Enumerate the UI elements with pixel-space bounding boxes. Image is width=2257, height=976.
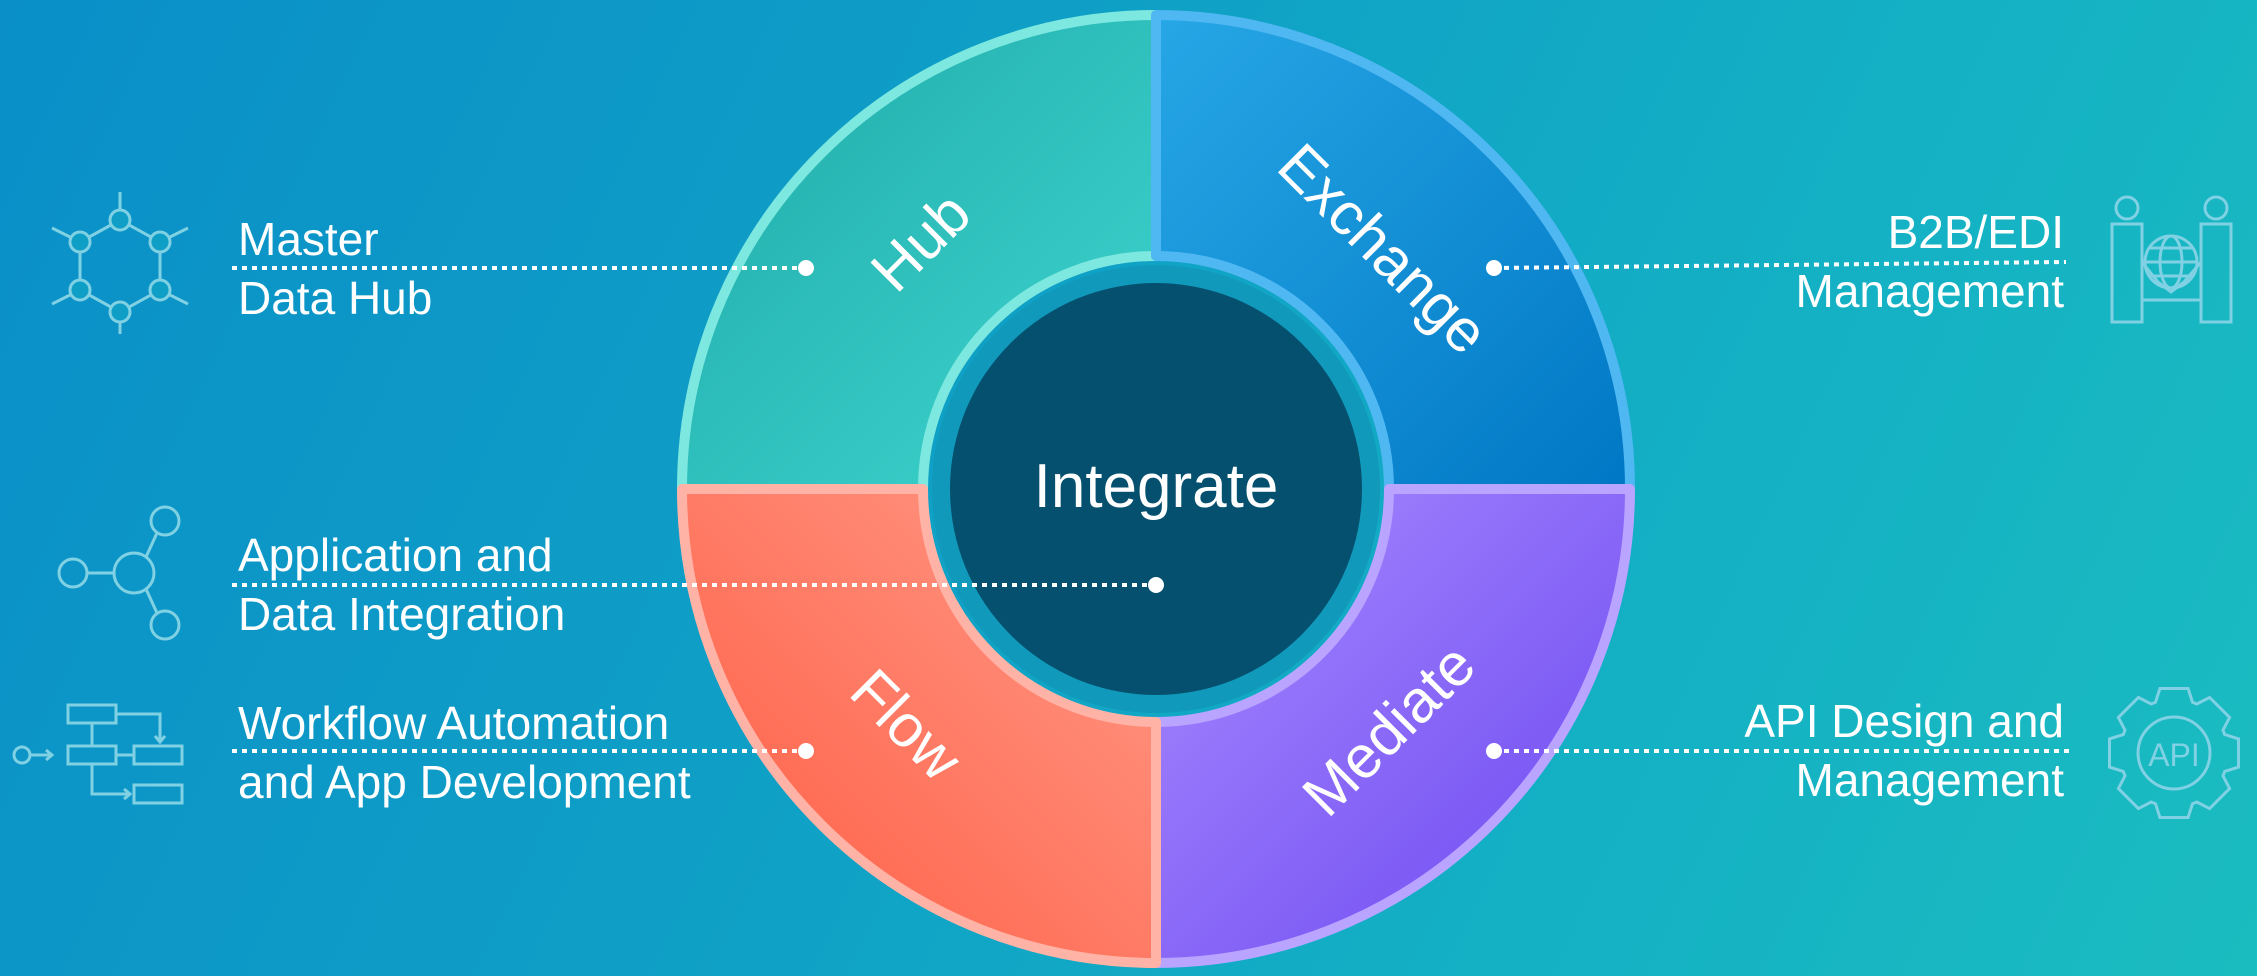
workflow-automation-line1: Workflow Automation xyxy=(238,697,670,749)
api-gear-icon: API xyxy=(2108,687,2240,819)
api-gear-icon-label: API xyxy=(2148,737,2200,773)
workflow-automation-line2: and App Development xyxy=(238,756,691,808)
workflow-automation-dot xyxy=(798,743,814,759)
handshake-globe-icon xyxy=(2110,195,2233,324)
api-design-line1: API Design and xyxy=(1744,695,2064,747)
center-label: Integrate xyxy=(1034,452,1279,521)
api-design-line2: Management xyxy=(1795,754,2065,806)
flow-segment xyxy=(677,484,1161,968)
share-nodes-icon xyxy=(57,505,181,641)
b2b-edi-line2: Management xyxy=(1795,265,2065,317)
mediate-segment xyxy=(1151,484,1635,968)
center-circle xyxy=(950,283,1362,695)
application-integration-line1: Application and xyxy=(238,529,553,581)
master-data-hub-line1: Master xyxy=(238,213,379,265)
application-integration-dot xyxy=(1148,577,1164,593)
master-data-hub-line2: Data Hub xyxy=(238,272,433,324)
molecule-network-icon xyxy=(51,192,189,334)
flowchart-icon xyxy=(12,703,184,805)
workflow-automation-label: Workflow Automation and App Development xyxy=(238,694,691,812)
master-data-hub-label: Master Data Hub xyxy=(238,210,432,328)
api-design-label: API Design and Management xyxy=(1744,692,2064,810)
application-integration-label: Application and Data Integration xyxy=(238,526,565,644)
api-design-dot xyxy=(1486,743,1502,759)
exchange-segment xyxy=(1151,10,1635,494)
application-integration-line2: Data Integration xyxy=(238,588,566,640)
b2b-edi-dot xyxy=(1486,260,1502,276)
b2b-edi-label: B2B/EDI Management xyxy=(1796,203,2065,321)
master-data-hub-dot xyxy=(798,260,814,276)
b2b-edi-line1: B2B/EDI xyxy=(1887,206,2064,258)
hub-segment xyxy=(677,10,1161,494)
